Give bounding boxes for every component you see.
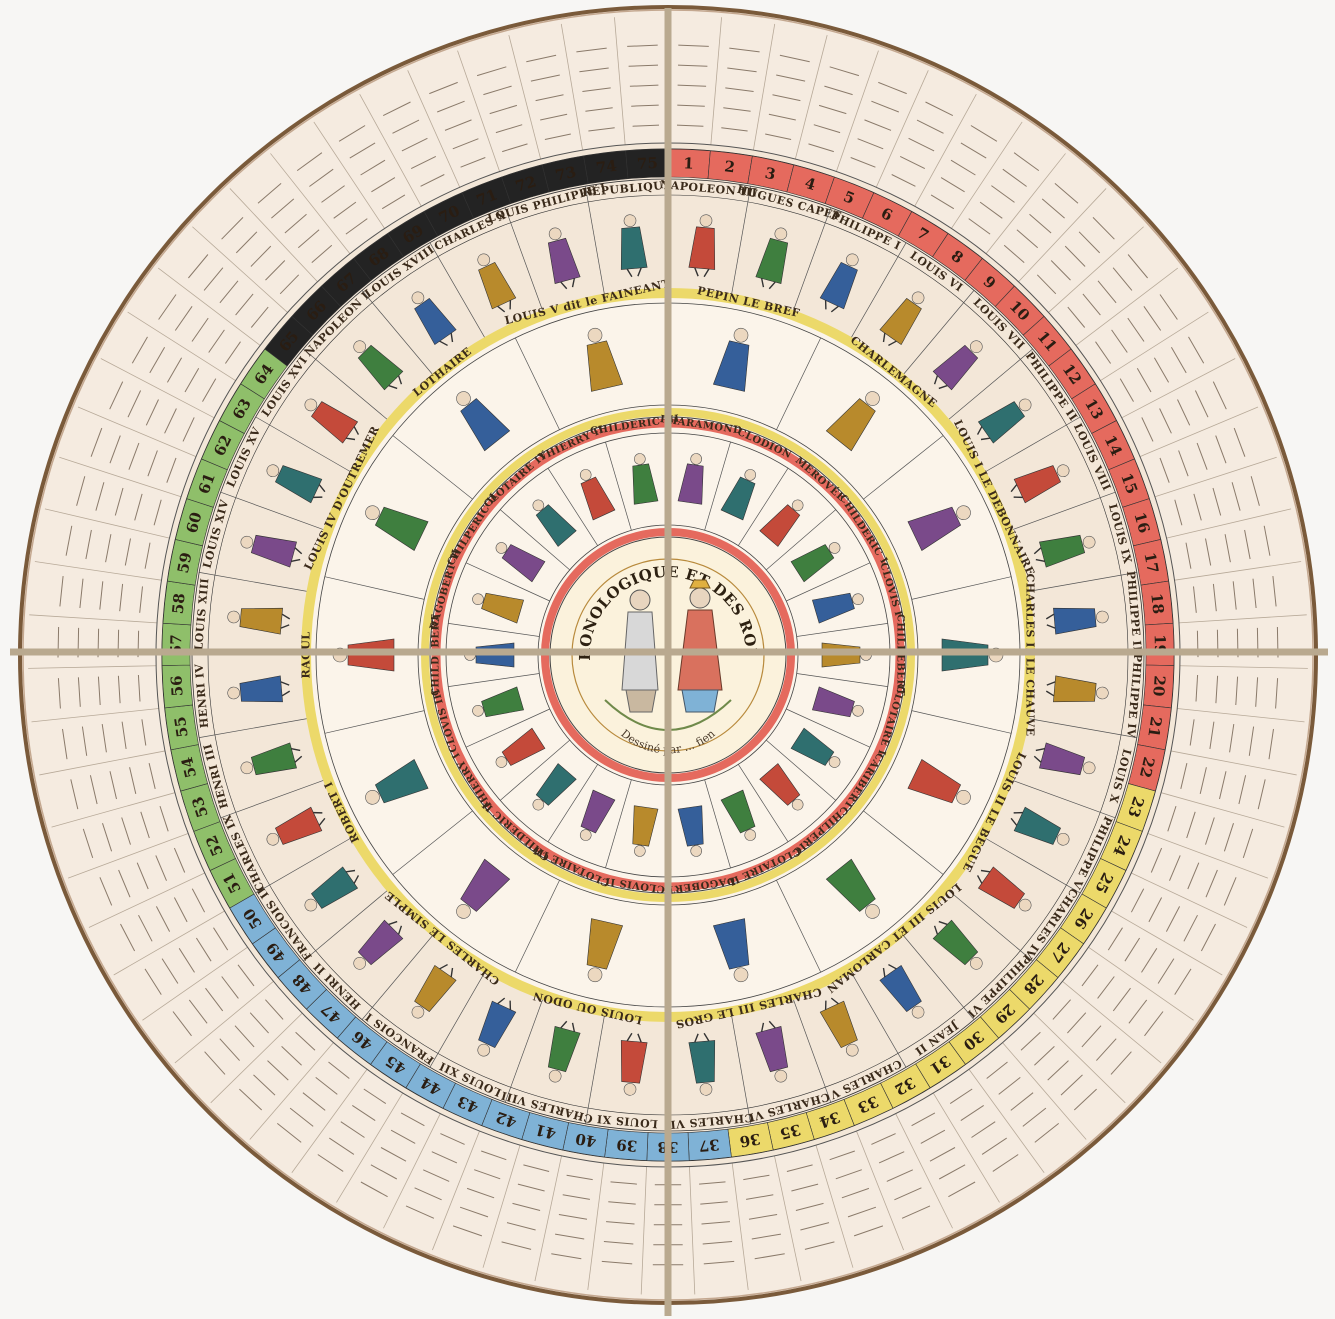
space-number: 59 [174, 551, 196, 575]
space-number: 17 [1140, 551, 1162, 575]
space-number: 58 [169, 592, 189, 615]
space-number: 74 [595, 157, 618, 177]
space-number: 39 [616, 1135, 638, 1155]
space-number: 56 [167, 675, 186, 697]
space-number: 37 [698, 1135, 720, 1155]
space-number: 1 [683, 154, 694, 172]
space-number: 40 [574, 1129, 598, 1150]
space-number: 18 [1147, 592, 1167, 615]
space-number: 2 [723, 157, 736, 176]
space-number: 75 [637, 154, 659, 173]
space-number: 36 [738, 1129, 762, 1150]
space-number: 20 [1149, 675, 1168, 697]
space-number: 55 [171, 715, 192, 738]
space-number: 21 [1144, 715, 1165, 738]
